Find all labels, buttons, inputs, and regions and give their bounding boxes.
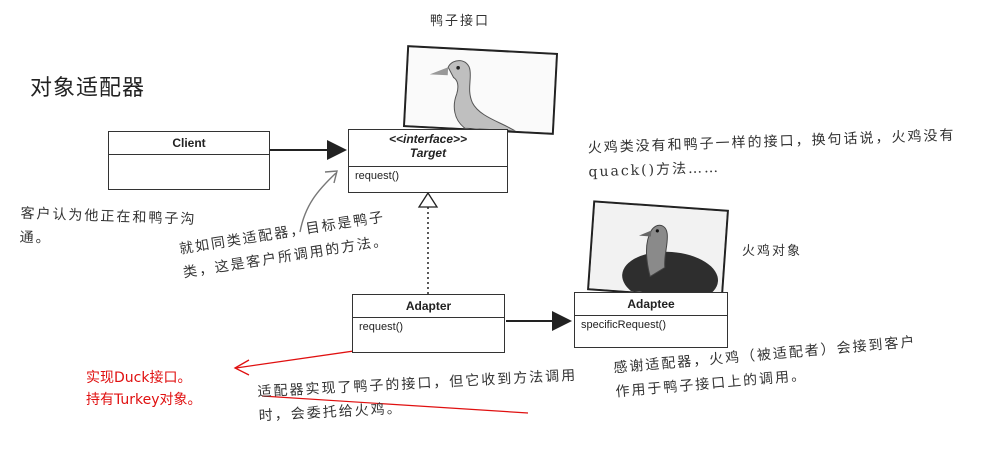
turkey-object-label: 火鸡对象 <box>742 244 803 259</box>
red-underline <box>261 395 529 414</box>
turkey-photo <box>587 200 729 300</box>
client-class-name: Client <box>109 132 269 155</box>
red-annotation: 实现Duck接口。 持有Turkey对象。 <box>86 367 202 411</box>
adapter-class-box: Adapter request() <box>352 294 505 353</box>
client-class-box: Client <box>108 131 270 190</box>
duck-illustration <box>405 47 556 133</box>
target-operation: request() <box>355 170 400 182</box>
adaptee-class-name: Adaptee <box>575 293 727 316</box>
adapter-operation: request() <box>359 321 404 333</box>
duck-interface-label: 鸭子接口 <box>430 14 491 29</box>
page-title: 对象适配器 <box>30 76 146 101</box>
adapter-class-name: Adapter <box>353 295 504 318</box>
red-annotation-line1: 实现Duck接口。 <box>86 370 192 386</box>
duck-photo <box>402 45 559 135</box>
adaptee-operation: specificRequest() <box>581 319 666 331</box>
adaptee-class-box: Adaptee specificRequest() <box>574 292 728 348</box>
target-class-name: Target <box>409 146 447 160</box>
note-curved-arrow <box>299 172 337 233</box>
target-stereotype: <<interface>> <box>388 132 468 146</box>
realization-triangle <box>417 191 439 208</box>
red-annotation-line2: 持有Turkey对象。 <box>86 392 202 408</box>
target-header: <<interface>> Target <box>349 130 507 167</box>
target-interface-box: <<interface>> Target request() <box>348 129 508 193</box>
turkey-illustration <box>589 202 727 300</box>
